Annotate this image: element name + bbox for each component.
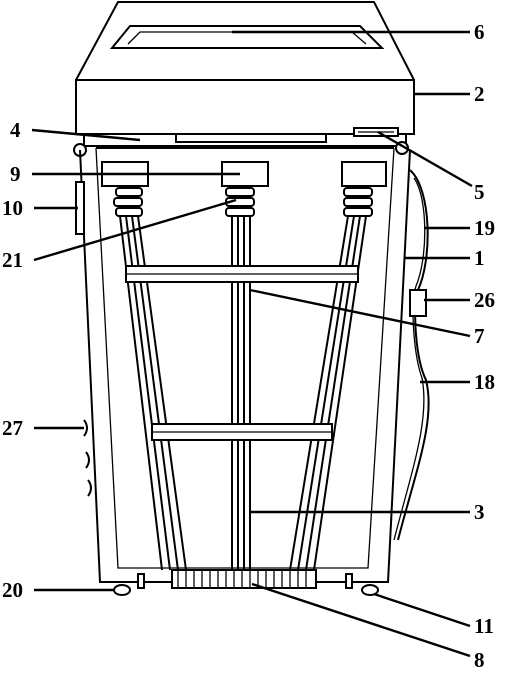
label-10: 10 <box>2 196 23 220</box>
label-3: 3 <box>474 500 485 524</box>
cross-bars <box>125 265 359 441</box>
right-side-hoses <box>393 169 430 541</box>
label-11: 11 <box>474 614 494 638</box>
label-5: 5 <box>474 180 485 204</box>
label-27: 27 <box>2 416 23 440</box>
label-9: 9 <box>10 162 21 186</box>
label-4: 4 <box>10 118 21 142</box>
label-19: 19 <box>474 216 495 240</box>
spring-stacks <box>113 187 373 217</box>
side-hooks <box>83 419 92 497</box>
lid-handle <box>109 25 385 49</box>
label-7: 7 <box>474 324 485 348</box>
leader-lines <box>31 30 473 658</box>
top-lid <box>75 1 415 135</box>
label-2: 2 <box>474 82 485 106</box>
bottom-coil <box>171 569 317 589</box>
label-8: 8 <box>474 648 485 672</box>
label-26: 26 <box>474 288 495 312</box>
label-21: 21 <box>2 248 23 272</box>
label-1: 1 <box>474 246 485 270</box>
label-6: 6 <box>474 20 485 44</box>
label-20: 20 <box>2 578 23 602</box>
label-18: 18 <box>474 370 495 394</box>
top-rail <box>73 127 409 157</box>
callout-labels: 6 2 4 9 5 10 19 21 1 26 7 18 27 3 20 11 … <box>2 20 495 672</box>
